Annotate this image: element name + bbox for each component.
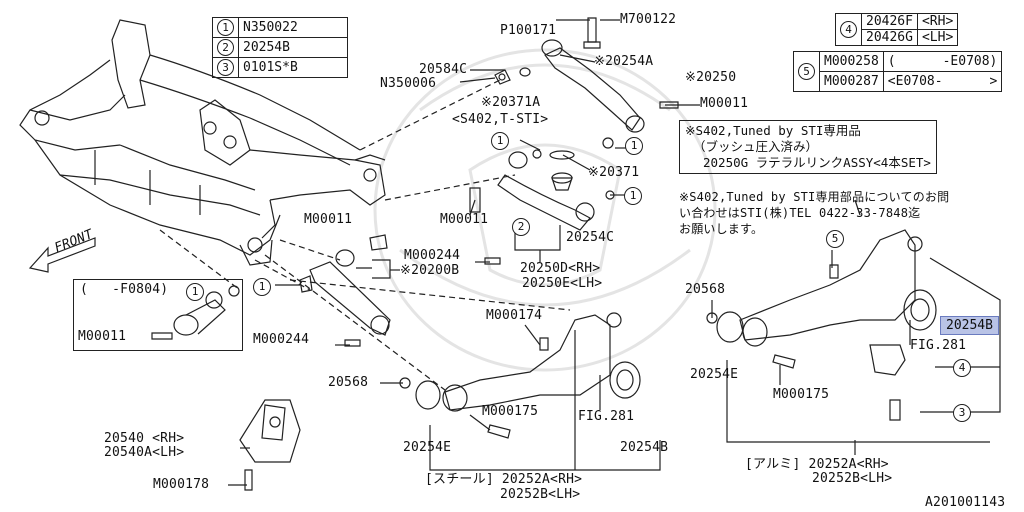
- label-20250e: 20250E<LH>: [522, 276, 603, 291]
- upper-arm-20250: [494, 17, 679, 149]
- highlighted-part-20254b[interactable]: 20254B: [940, 316, 999, 335]
- label-fig281-right: FIG.281: [910, 338, 967, 353]
- bracket-line-alu: [726, 360, 990, 443]
- label-20584c: 20584C: [419, 62, 468, 77]
- label-20540a: 20540A<LH>: [104, 445, 185, 460]
- label-20254a: ※20254A: [594, 54, 654, 69]
- label-s402: <S402,T-STI>: [452, 112, 549, 127]
- bracket-20540: [239, 399, 301, 491]
- label-20254b-mid: 20254B: [620, 440, 669, 455]
- legend-right-table-5: 5 M000258 ( -E0708) M000287 <E0708- >: [793, 51, 1003, 92]
- callout-2: 2: [512, 218, 530, 236]
- label-m700122: M700122: [620, 12, 677, 27]
- legend-row: 2 20254B: [212, 37, 348, 58]
- rear-subframe: [19, 19, 386, 266]
- label-20371a: ※20371A: [481, 95, 541, 110]
- bracket-line-20250d: [514, 225, 561, 251]
- label-p100171: P100171: [500, 23, 557, 38]
- label-fig281-mid: FIG.281: [578, 409, 635, 424]
- label-m000175-right: M000175: [773, 387, 830, 402]
- label-n350006: N350006: [380, 76, 437, 91]
- callout-5: 5: [826, 230, 844, 248]
- leader-dashes: [159, 79, 571, 391]
- label-20250d: 20250D<RH>: [520, 261, 601, 276]
- label-20200b: ※20200B: [400, 263, 460, 278]
- legend-row: 20426G <LH>: [836, 29, 959, 46]
- legend-row: M000287 <E0708- >: [794, 71, 1003, 92]
- label-m00011-left: M00011: [304, 212, 353, 227]
- label-20254e-right: 20254E: [690, 367, 739, 382]
- bracket-20200b: [356, 259, 391, 279]
- label-20254c: 20254C: [566, 230, 615, 245]
- callout-1: 1: [253, 278, 271, 296]
- label-20254e-mid: 20254E: [403, 440, 452, 455]
- label-20371: ※20371: [588, 165, 640, 180]
- label-alu-20252a: [アルミ] 20252A<RH>: [745, 457, 889, 472]
- inset-box-f0804: [73, 279, 243, 351]
- label-m000174: M000174: [486, 308, 543, 323]
- legend-row: 4 20426F <RH>: [835, 13, 959, 46]
- bracket-line-right: [920, 257, 1001, 413]
- diagram-id: A201001143: [925, 495, 1006, 510]
- aluminium-lower-arm: [706, 229, 937, 421]
- callout-1: 1: [491, 132, 509, 150]
- legend-left-table: 1 N350022 2 20254B 3 0101S*B: [212, 17, 348, 78]
- inset-range-label: ( -F0804): [80, 282, 169, 297]
- watermark-emblem: [373, 48, 717, 372]
- label-steel-20252b: 20252B<LH>: [500, 487, 581, 502]
- label-m000178: M000178: [153, 477, 210, 492]
- sti-inquiry-note: ※S402,Tuned by STI専用部品についてのお問 い合わせはSTI(株…: [679, 190, 950, 236]
- callout-3: 3: [953, 404, 971, 422]
- label-m00011-mid: M00011: [440, 212, 489, 227]
- bracket-line-steel: [429, 425, 661, 471]
- callout-1: 1: [624, 187, 642, 205]
- trailing-link-20200b: [299, 234, 391, 347]
- label-20540: 20540 <RH>: [104, 431, 185, 446]
- label-20250: ※20250: [685, 70, 737, 85]
- callout-1: 1: [186, 283, 204, 301]
- legend-row: 1 N350022: [212, 17, 348, 38]
- front-arrow-icon: [28, 237, 96, 273]
- label-alu-20252b: 20252B<LH>: [812, 471, 893, 486]
- legend-right-table-4: 4 20426F <RH> 20426G <LH>: [835, 13, 959, 46]
- callout-1: 1: [625, 137, 643, 155]
- inset-m00011-label: M00011: [78, 329, 127, 344]
- inset-parts: [151, 285, 240, 340]
- label-steel-20252a: [スチール] 20252A<RH>: [425, 472, 583, 487]
- sti-note-box: ※S402,Tuned by STI専用品 （ブッシュ圧入済み） 20250G …: [679, 120, 937, 174]
- label-m000244-bot: M000244: [253, 332, 310, 347]
- callout-4: 4: [953, 359, 971, 377]
- legend-row: 5 M000258 ( -E0708): [793, 51, 1003, 92]
- label-m00011-top: M00011: [700, 96, 749, 111]
- label-20568-mid: 20568: [328, 375, 369, 390]
- lateral-link-20250d: [469, 149, 615, 265]
- label-m000244-mid: M000244: [404, 248, 461, 263]
- label-m000175-mid: M000175: [482, 404, 539, 419]
- label-20568-right: 20568: [685, 282, 726, 297]
- legend-row: 3 0101S*B: [212, 57, 348, 78]
